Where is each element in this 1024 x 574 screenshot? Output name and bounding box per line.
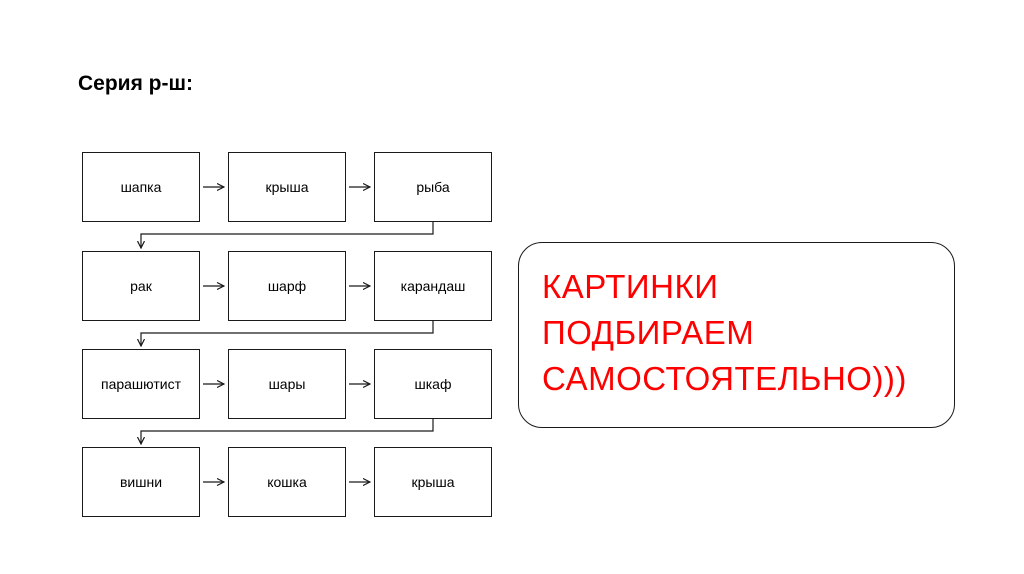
elbow-connector [141,321,434,346]
flow-box: шкаф [374,349,492,419]
flow-box: шапка [82,152,200,222]
note-line-2: ПОДБИРАЕМ [542,314,755,351]
flow-box: кошка [228,447,346,517]
flow-box: парашютист [82,349,200,419]
elbow-connector [141,222,434,248]
note-box [518,242,955,428]
note-line-1: КАРТИНКИ [542,268,719,305]
flow-box: карандаш [374,251,492,321]
note-line-3: САМОСТОЯТЕЛЬНО))) [542,360,907,397]
flow-box: крыша [374,447,492,517]
flow-box: шары [228,349,346,419]
flow-box: вишни [82,447,200,517]
flow-box: шарф [228,251,346,321]
flow-box: рыба [374,152,492,222]
flow-box: крыша [228,152,346,222]
flow-box: рак [82,251,200,321]
elbow-connector [141,419,434,444]
slide-title: Серия р-ш: [78,72,193,95]
